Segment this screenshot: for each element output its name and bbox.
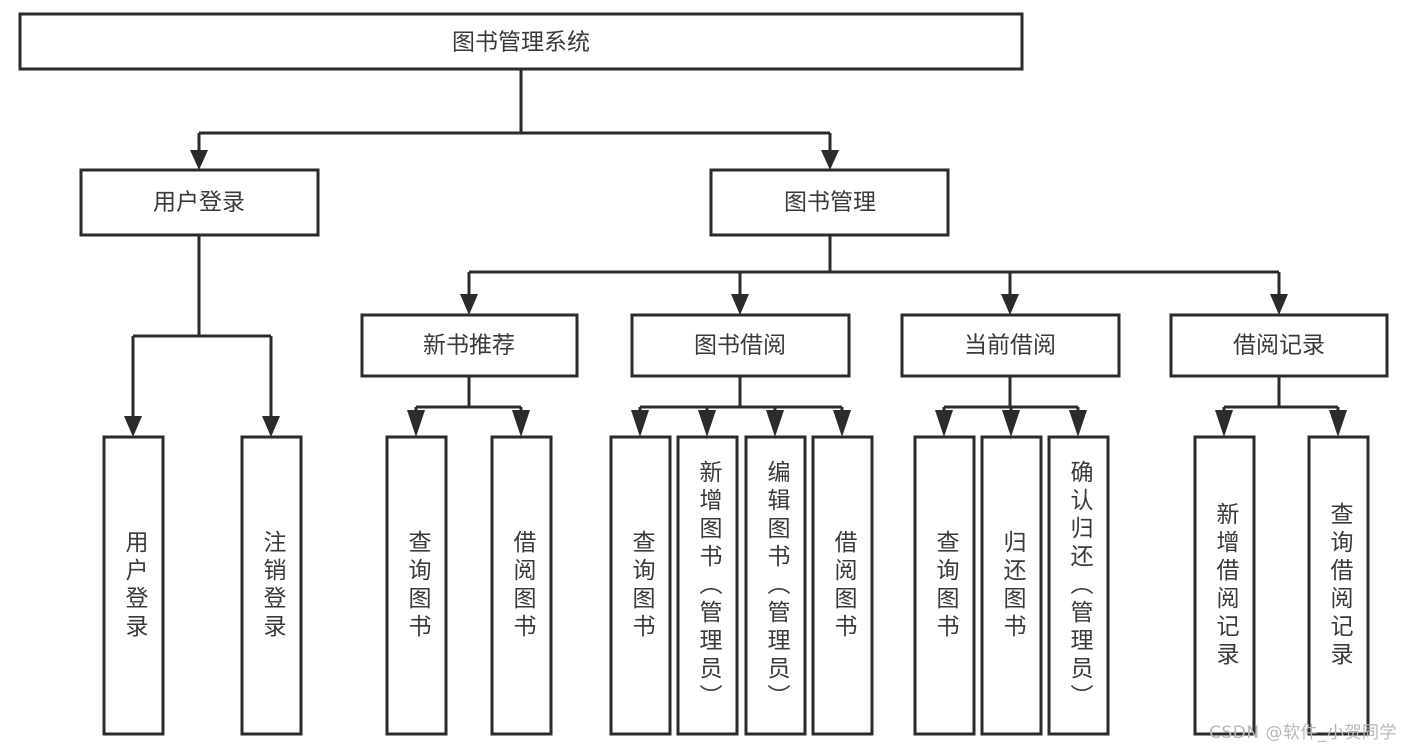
node-box-leaf-query-book-2[interactable] (609, 435, 672, 736)
connector-group-user-login (124, 235, 280, 437)
node-borrow-record[interactable]: 借阅记录 (1169, 313, 1389, 378)
leaf-label-user-logout: 注销登录 (259, 529, 285, 642)
node-box-leaf-user-login[interactable] (102, 435, 165, 736)
node-box-user-login[interactable] (79, 168, 320, 237)
leaf-label-query-book-3: 查询图书 (932, 529, 958, 642)
leaf-label-add-record: 新增借阅记录 (1212, 501, 1238, 670)
arrow-to-current-borrow (1001, 294, 1019, 315)
leaf-label-edit-book: 编辑图书（管理员） (763, 459, 789, 712)
connector-group-new-book-recommend (407, 376, 530, 437)
connector-group-current-borrow (935, 376, 1087, 437)
connector-group-book-borrow (631, 376, 851, 437)
arrow-to-leaf-user-login (124, 416, 142, 437)
leaf-label-query-book-2: 查询图书 (628, 529, 654, 642)
leaf-label-query-record: 查询借阅记录 (1326, 501, 1352, 670)
connector-group-borrow-record (1215, 376, 1347, 437)
node-box-book-borrow[interactable] (630, 313, 851, 378)
arrow-to-leaf-query-record (1329, 410, 1347, 437)
node-box-leaf-query-book-3[interactable] (913, 435, 976, 736)
arrow-to-borrow-record (1270, 294, 1288, 315)
connector-group-book-manage (460, 235, 1288, 315)
arrow-to-leaf-borrow-book-1 (512, 410, 530, 437)
arrow-to-leaf-query-book-3 (935, 410, 953, 437)
leaf-label-borrow-book-1: 借阅图书 (509, 529, 535, 642)
arrow-to-leaf-query-book-2 (631, 410, 649, 437)
arrow-to-leaf-add-record (1215, 410, 1233, 437)
node-box-borrow-record[interactable] (1169, 313, 1389, 378)
arrow-to-new-book-recommend (460, 294, 478, 315)
leaf-label-borrow-book-2: 借阅图书 (830, 529, 856, 642)
node-label-current-borrow: 当前借阅 (964, 333, 1056, 359)
node-box-leaf-query-book-1[interactable] (385, 435, 448, 736)
node-box-root[interactable] (18, 12, 1024, 71)
arrow-root-to-user-login (190, 150, 208, 170)
arrow-to-leaf-borrow-book-2 (833, 410, 851, 437)
arrow-to-leaf-return-book (1002, 410, 1020, 437)
node-label-root: 图书管理系统 (452, 30, 590, 56)
leaf-label-query-book-1: 查询图书 (404, 529, 430, 642)
node-label-user-login: 用户登录 (153, 190, 245, 216)
watermark-text: CSDN @软件_小贺同学 (1209, 723, 1397, 743)
node-box-current-borrow[interactable] (900, 313, 1121, 378)
node-box-leaf-add-book[interactable] (676, 435, 739, 736)
node-book-manage[interactable]: 图书管理 (709, 168, 950, 237)
arrow-root-to-book-manage (821, 150, 839, 170)
arrow-to-leaf-edit-book (766, 410, 784, 437)
arrow-to-leaf-confirm-return (1069, 410, 1087, 437)
node-box-leaf-confirm-return[interactable] (1047, 435, 1110, 736)
arrow-to-book-borrow (731, 294, 749, 315)
node-box-leaf-borrow-book-2[interactable] (811, 435, 874, 736)
leaf-label-add-book: 新增图书（管理员） (695, 459, 721, 712)
node-label-borrow-record: 借阅记录 (1233, 333, 1325, 359)
node-box-leaf-query-record[interactable] (1307, 435, 1370, 736)
node-user-login[interactable]: 用户登录 (79, 168, 320, 237)
arrow-to-leaf-add-book (698, 410, 716, 437)
leaf-label-user-login: 用户登录 (121, 529, 147, 642)
node-label-book-manage: 图书管理 (784, 190, 876, 216)
node-new-book-recommend[interactable]: 新书推荐 (360, 313, 579, 378)
arrow-to-leaf-query-book-1 (407, 410, 425, 437)
node-box-leaf-user-logout[interactable] (240, 435, 303, 736)
node-box-leaf-edit-book[interactable] (744, 435, 807, 736)
node-box-leaf-return-book[interactable] (980, 435, 1043, 736)
node-box-new-book-recommend[interactable] (360, 313, 579, 378)
node-title-root[interactable]: 图书管理系统 (18, 12, 1024, 71)
leaf-label-confirm-return: 确认归还（管理员） (1066, 459, 1092, 712)
node-current-borrow[interactable]: 当前借阅 (900, 313, 1121, 378)
node-label-new-book-recommend: 新书推荐 (423, 333, 515, 359)
leaf-boxes (102, 435, 1370, 736)
connector-group-root (190, 69, 839, 170)
node-box-leaf-add-record[interactable] (1193, 435, 1256, 736)
node-box-book-manage[interactable] (709, 168, 950, 237)
node-book-borrow[interactable]: 图书借阅 (630, 313, 851, 378)
arrow-to-leaf-user-logout (262, 416, 280, 437)
leaf-label-return-book: 归还图书 (999, 529, 1025, 642)
node-label-book-borrow: 图书借阅 (694, 333, 786, 359)
node-box-leaf-borrow-book-1[interactable] (490, 435, 553, 736)
